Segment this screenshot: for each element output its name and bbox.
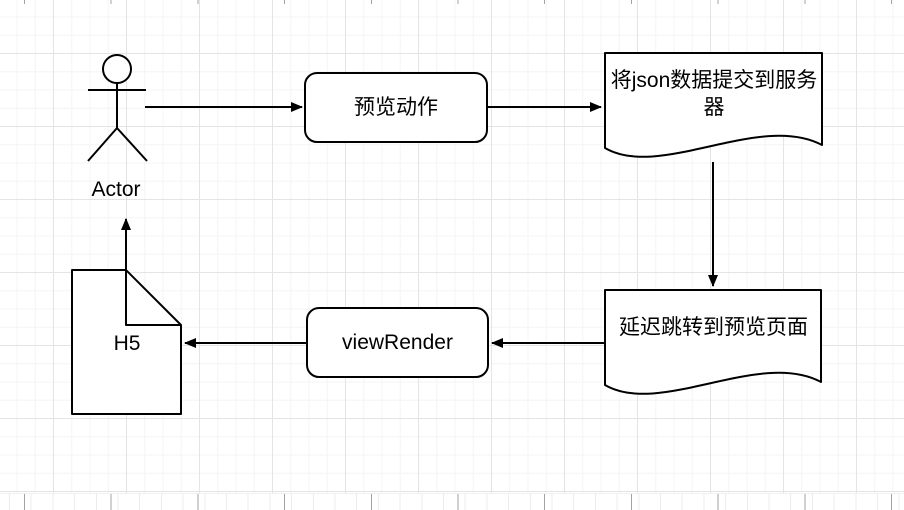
actor-leg-right	[116, 127, 148, 162]
delay-redirect-node[interactable]	[604, 289, 822, 395]
h5-note-fold	[125, 270, 181, 326]
page-edge-top	[0, 0, 904, 4]
h5-node[interactable]	[71, 269, 182, 415]
actor-head	[102, 54, 132, 84]
actor-node[interactable]	[87, 54, 148, 162]
submit-json-node[interactable]	[604, 52, 823, 158]
view-render-node[interactable]	[306, 307, 489, 378]
preview-action-node[interactable]	[304, 72, 488, 143]
page-edge-bottom	[0, 493, 904, 510]
actor-leg-left	[87, 127, 118, 162]
h5-note-outline	[71, 269, 182, 415]
